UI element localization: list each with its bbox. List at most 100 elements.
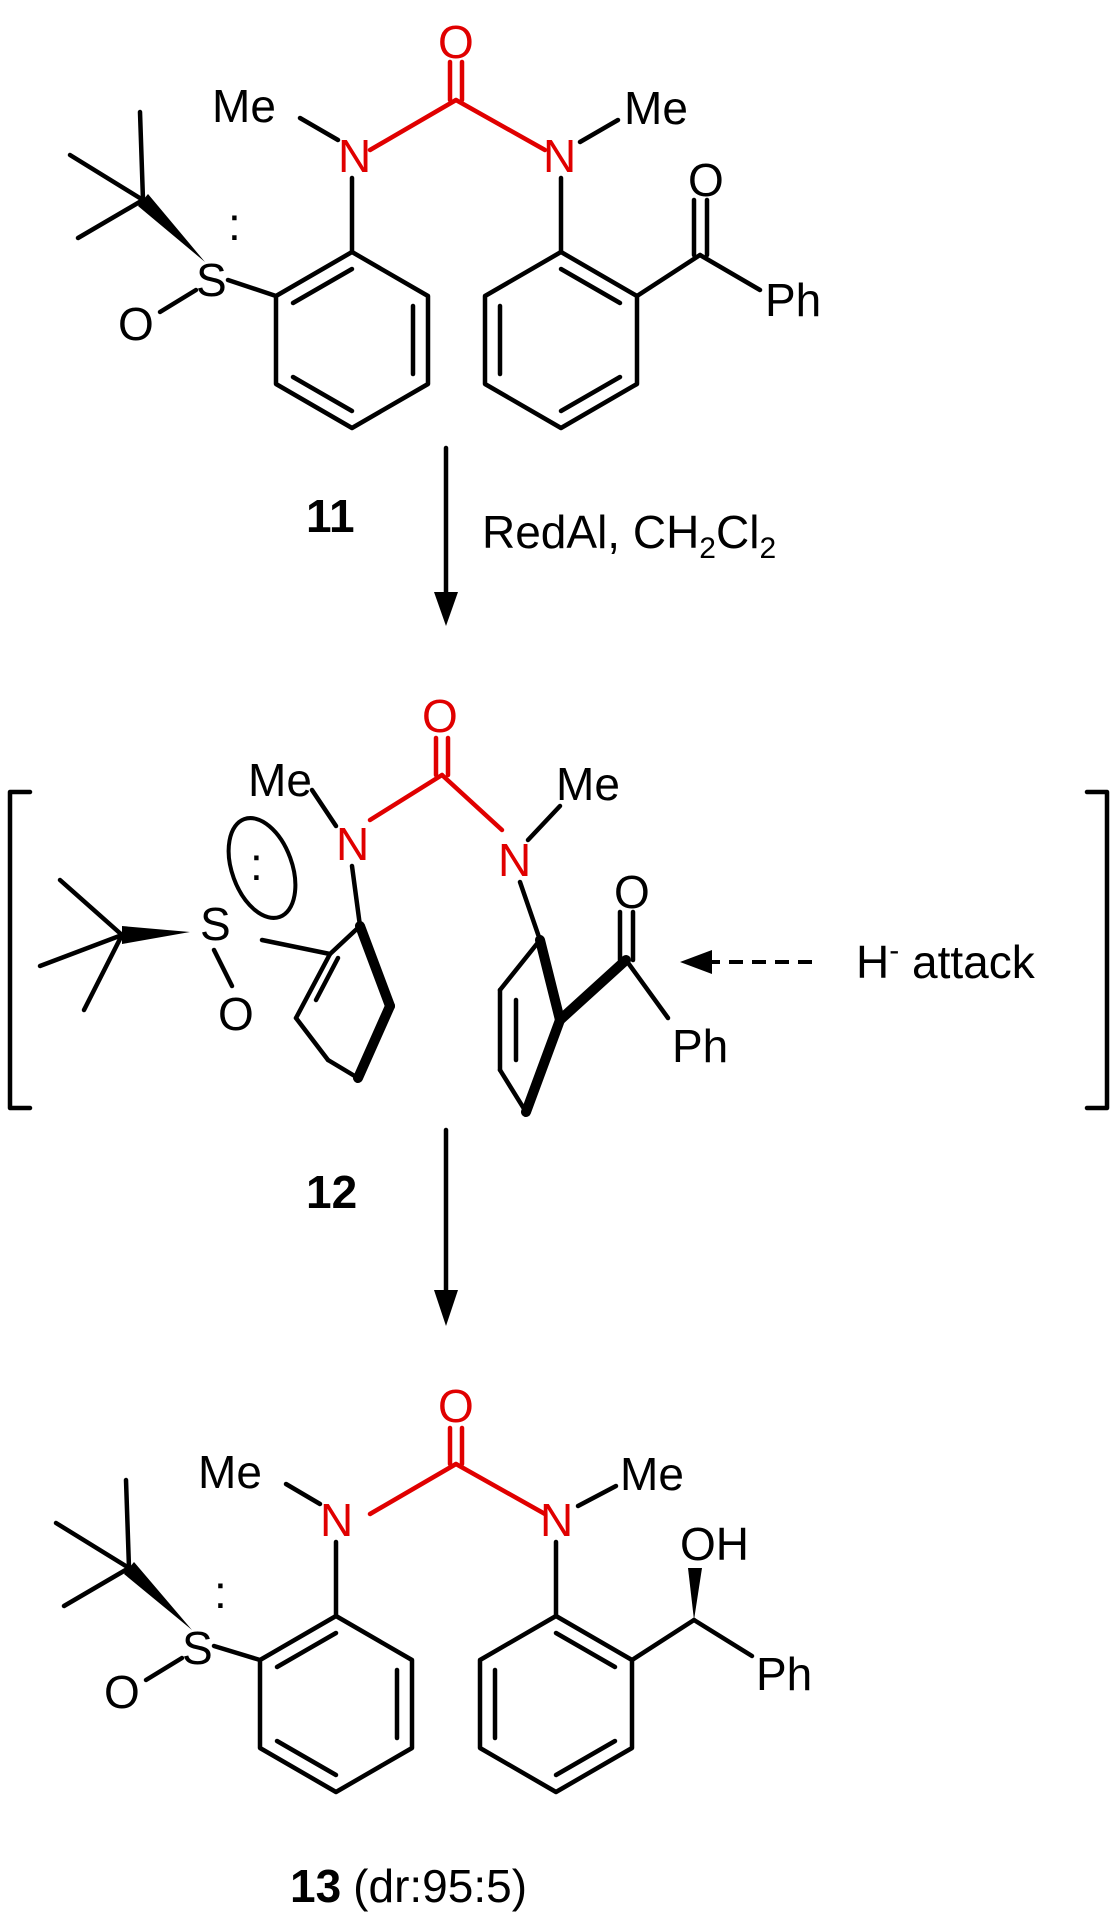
- urea-cn-bond-right: [453, 97, 548, 153]
- arrow-head-1: [434, 592, 458, 626]
- tbu-methyl-bond: [137, 109, 146, 203]
- lone-pair-dots: :: [228, 198, 241, 250]
- n-methyl-bond-right: [525, 803, 563, 843]
- ring-double-bond: [553, 1738, 618, 1778]
- urea-nitrogen-left: N: [338, 130, 371, 182]
- ring-double-bond: [553, 1630, 618, 1670]
- sulfur-atom: S: [200, 898, 231, 950]
- ring-bond: [325, 1057, 361, 1081]
- ring-bond: [327, 923, 363, 957]
- n-methyl-bond-left: [309, 787, 339, 829]
- n-methyl-bond-left: [283, 1481, 323, 1507]
- compound-11-structure: O N N Me Me S : O O: [67, 16, 821, 431]
- right-bracket: [1084, 789, 1110, 1111]
- ring-bond: [497, 1067, 529, 1115]
- diastereomeric-ratio: (dr:95:5): [353, 1860, 527, 1912]
- urea-oxygen: O: [422, 690, 458, 742]
- tbu-methyl-bond: [53, 1520, 132, 1571]
- n-methyl-bond-left: [297, 115, 341, 143]
- sulfinyl-oxygen: O: [118, 298, 154, 350]
- urea-cn-bond-left: [367, 1461, 459, 1517]
- aryl-carbonyl-bold-bond: [555, 955, 631, 1025]
- ring-bold-bond: [521, 1015, 565, 1117]
- compound-13-caption: 13(dr:95:5): [290, 1860, 527, 1912]
- compound-number-12: 12: [306, 1166, 357, 1218]
- left-bracket: [7, 789, 33, 1111]
- n-methyl-bond-right: [577, 117, 621, 145]
- n-aryl-bond-right: [517, 879, 543, 943]
- compound-12-structure: O N N Me Me S : O: [7, 690, 1110, 1117]
- ring-double-bond: [290, 374, 355, 414]
- urea-oxygen: O: [438, 1380, 474, 1432]
- tbu-methyl-bond: [37, 932, 125, 969]
- aryl-carbonyl-bond: [634, 252, 703, 299]
- compound-13-structure: O N N Me Me S : O OH Ph: [53, 1380, 812, 1795]
- hydride-arrow-head: [680, 950, 712, 974]
- urea-cn-bond-left: [367, 97, 459, 153]
- reagent-label: RedAl, CH2Cl2: [482, 506, 776, 565]
- phenyl-label: Ph: [672, 1020, 728, 1072]
- ketone-oxygen: O: [688, 154, 724, 206]
- tbu-methyl-bond: [81, 932, 125, 1013]
- n-aryl-bond-left: [349, 863, 363, 929]
- ring-double-bond: [558, 374, 623, 414]
- tbu-methyl-bond: [61, 1565, 132, 1609]
- methyl-label-left: Me: [248, 754, 312, 806]
- phenyl-label: Ph: [756, 1648, 812, 1700]
- aryl-s-bond: [211, 1643, 263, 1663]
- ring-bold-bond: [355, 921, 395, 1011]
- tbu-methyl-bond: [75, 197, 146, 241]
- ring-bold-bond: [535, 935, 565, 1025]
- ring-bond: [293, 1015, 331, 1063]
- urea-cn-bond-right: [453, 1461, 548, 1517]
- aryl-s-bond: [225, 277, 279, 299]
- urea-nitrogen-left: N: [320, 1494, 353, 1546]
- sulfur-atom: S: [182, 1622, 213, 1674]
- methyl-label-left: Me: [198, 1446, 262, 1498]
- urea-cn-bond-left: [367, 772, 445, 823]
- lone-pair-dots: :: [250, 838, 263, 890]
- arrow-head-2: [434, 1290, 458, 1326]
- carbonyl-phenyl-bond: [623, 957, 671, 1021]
- ring-double-bond: [313, 955, 341, 1003]
- tbu-methyl-bond: [67, 152, 146, 203]
- carbinol-oh-wedge-bond: [688, 1568, 702, 1620]
- benzene-ring-right: [482, 249, 640, 431]
- sulfinyl-oxygen: O: [218, 988, 254, 1040]
- urea-nitrogen-right: N: [540, 1494, 573, 1546]
- tbu-methyl-bond: [123, 1477, 132, 1571]
- ring-double-bond: [290, 266, 355, 306]
- ring-double-bond: [558, 266, 623, 306]
- ring-double-bond: [274, 1630, 339, 1670]
- ring-bold-bond: [353, 1001, 395, 1083]
- s-tbu-wedge-bond: [124, 1562, 192, 1630]
- benzene-ring-right: [477, 1613, 635, 1795]
- benzene-ring-left: [273, 249, 431, 431]
- ring-bond: [293, 951, 333, 1021]
- urea-nitrogen-left: N: [336, 818, 369, 870]
- hydroxyl-label: OH: [680, 1518, 749, 1570]
- hydride-attack-label: H- attack: [856, 934, 1036, 988]
- aryl-carbinol-bond: [629, 1617, 697, 1663]
- compound-number-11: 11: [306, 490, 355, 542]
- ring-double-bond: [274, 1738, 339, 1778]
- sulfinyl-oxygen: O: [104, 1666, 140, 1718]
- urea-nitrogen-right: N: [498, 834, 531, 886]
- s-tbu-wedge-bond: [122, 926, 190, 944]
- methyl-label-left: Me: [212, 80, 276, 132]
- urea-nitrogen-right: N: [543, 130, 576, 182]
- urea-cn-bond-right: [439, 772, 505, 833]
- s-o-bond: [143, 1655, 185, 1683]
- carbinol-phenyl-bond: [691, 1617, 755, 1659]
- s-o-bond: [157, 287, 199, 315]
- methyl-label-right: Me: [620, 1448, 684, 1500]
- ketone-oxygen: O: [614, 866, 650, 918]
- phenyl-label: Ph: [765, 274, 821, 326]
- sulfur-atom: S: [196, 254, 227, 306]
- ring-bond: [497, 937, 543, 993]
- carbonyl-phenyl-bond: [697, 252, 763, 293]
- urea-oxygen: O: [438, 16, 474, 68]
- lone-pair-dots: :: [214, 1566, 227, 1618]
- lone-pair-orbital: [226, 816, 298, 920]
